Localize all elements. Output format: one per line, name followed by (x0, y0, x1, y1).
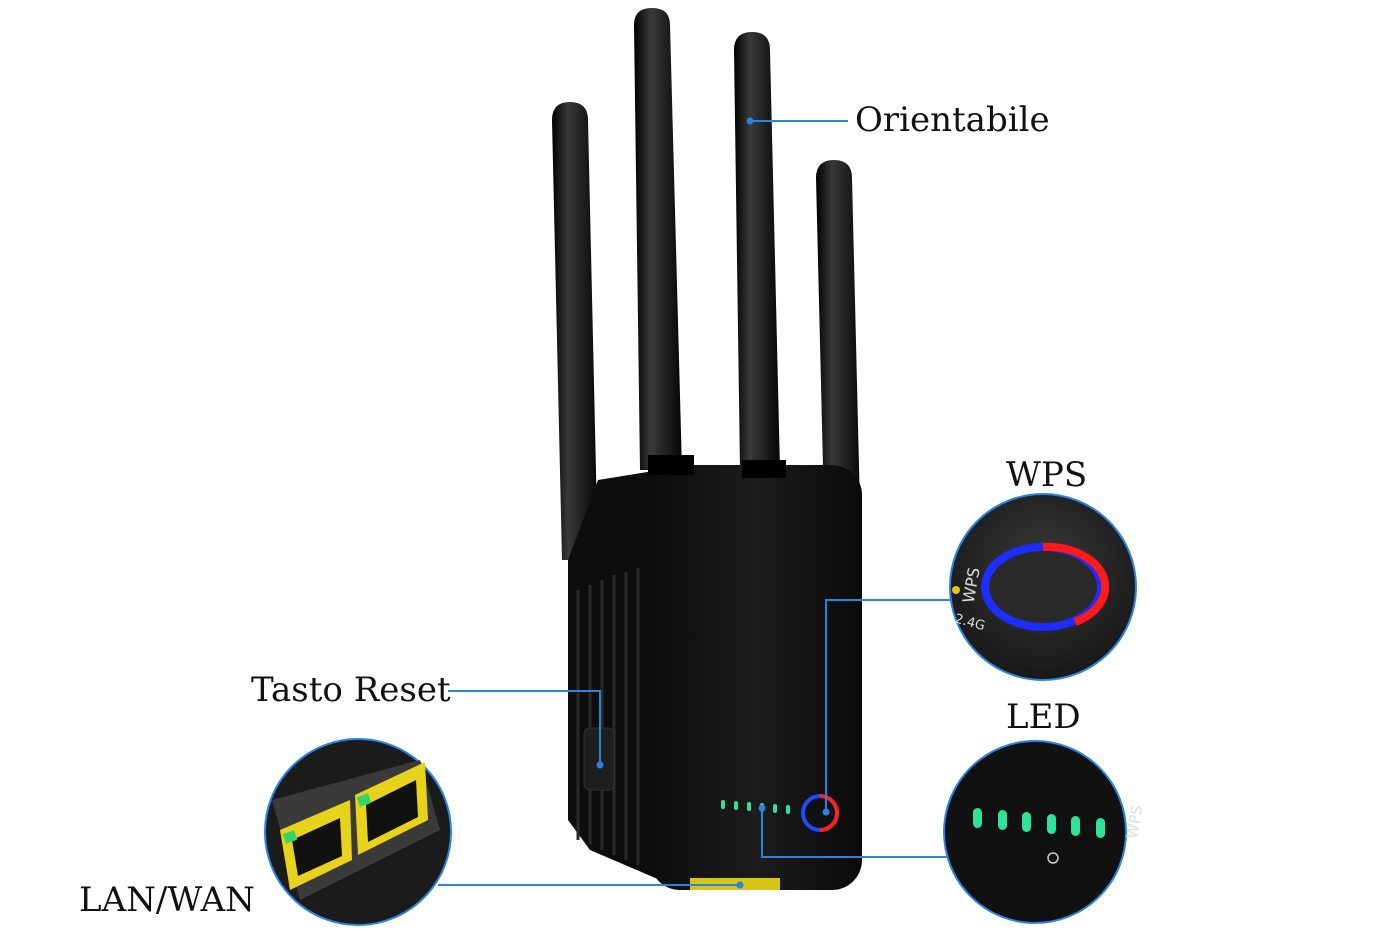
antenna (552, 102, 598, 560)
antenna (634, 8, 682, 470)
router-front-panel (648, 455, 862, 890)
led-zoom-circle: WPS (943, 740, 1147, 924)
wps-label: WPS (1006, 455, 1088, 495)
ports-label: LAN/WAN (79, 880, 255, 920)
ethernet-port (280, 800, 352, 890)
antennas-label: Orientabile (855, 100, 1050, 140)
callout-lines (438, 120, 955, 886)
ports-zoom-circle (264, 738, 452, 926)
ethernet-port (355, 762, 428, 855)
led-label: LED (1006, 697, 1081, 737)
antenna (734, 32, 780, 470)
router-side-vents (568, 470, 660, 880)
wps-zoom-circle: WPS 2.4G (949, 493, 1137, 681)
svg-text:WPS: WPS (1123, 804, 1147, 840)
reset-button-label: Tasto Reset (251, 670, 451, 710)
